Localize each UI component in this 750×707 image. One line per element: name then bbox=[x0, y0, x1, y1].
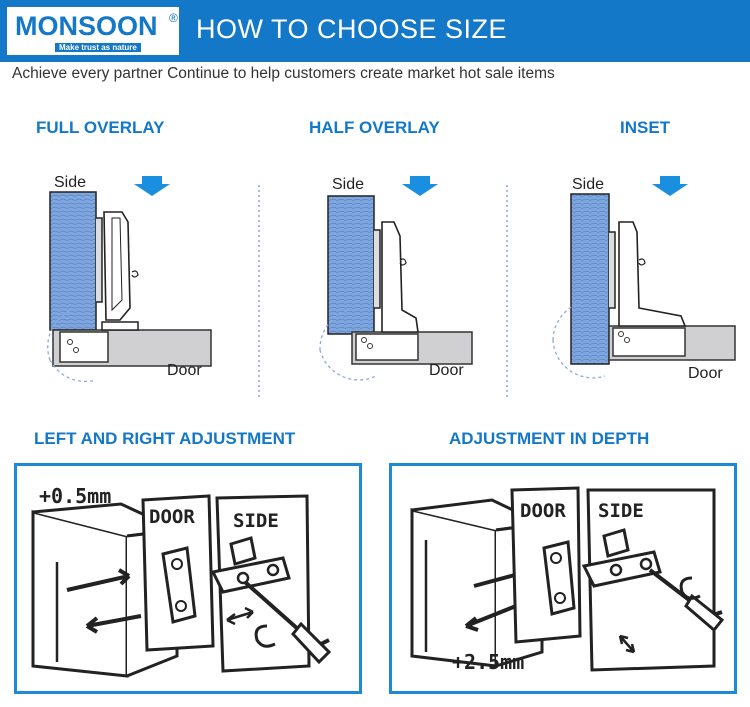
inset-diagram bbox=[552, 176, 736, 379]
half-overlay-diagram bbox=[319, 176, 473, 381]
registered-mark: ® bbox=[169, 11, 178, 25]
side-label-half: Side bbox=[332, 176, 365, 193]
heading-left-right-adjustment: LEFT AND RIGHT ADJUSTMENT bbox=[34, 429, 296, 448]
heading-full-overlay: FULL OVERLAY bbox=[36, 118, 165, 137]
down-arrow-icon bbox=[134, 176, 170, 196]
depth-adjustment-panel: +2.5mm DOOR SIDE bbox=[389, 463, 737, 694]
heading-depth-adjustment: ADJUSTMENT IN DEPTH bbox=[449, 429, 650, 448]
side-tag-1: SIDE bbox=[233, 510, 279, 532]
brand-logo: MONSOON ® Make trust as nature bbox=[4, 4, 182, 58]
door-tag-2: DOOR bbox=[520, 500, 566, 522]
depth-adjustment-illustration bbox=[410, 486, 725, 672]
down-arrow-icon bbox=[402, 176, 438, 196]
side-label-inset: Side bbox=[572, 176, 605, 193]
door-label-inset: Door bbox=[688, 365, 723, 382]
header-banner: MONSOON ® Make trust as nature HOW TO CH… bbox=[0, 0, 750, 62]
heading-inset: INSET bbox=[620, 118, 671, 137]
down-arrow-icon bbox=[652, 176, 688, 196]
page-title: HOW TO CHOOSE SIZE bbox=[196, 14, 508, 44]
door-tag-1: DOOR bbox=[149, 506, 195, 528]
side-label-full: Side bbox=[54, 174, 87, 191]
side-tag-2: SIDE bbox=[598, 500, 644, 522]
door-label-half: Door bbox=[429, 362, 464, 379]
brand-tagline: Make trust as nature bbox=[55, 43, 141, 52]
left-right-adjustment-illustration bbox=[31, 494, 332, 678]
full-overlay-diagram bbox=[47, 176, 212, 383]
left-right-adjustment-panel: +0.5mm DOOR SIDE bbox=[14, 463, 362, 694]
depth-measure: +2.5mm bbox=[452, 650, 525, 674]
door-label-full: Door bbox=[167, 362, 202, 379]
subtitle: Achieve every partner Continue to help c… bbox=[12, 65, 555, 82]
left-right-measure: +0.5mm bbox=[39, 484, 112, 508]
brand-name: MONSOON bbox=[15, 11, 158, 41]
section-dividers bbox=[258, 185, 508, 400]
heading-half-overlay: HALF OVERLAY bbox=[309, 118, 440, 137]
